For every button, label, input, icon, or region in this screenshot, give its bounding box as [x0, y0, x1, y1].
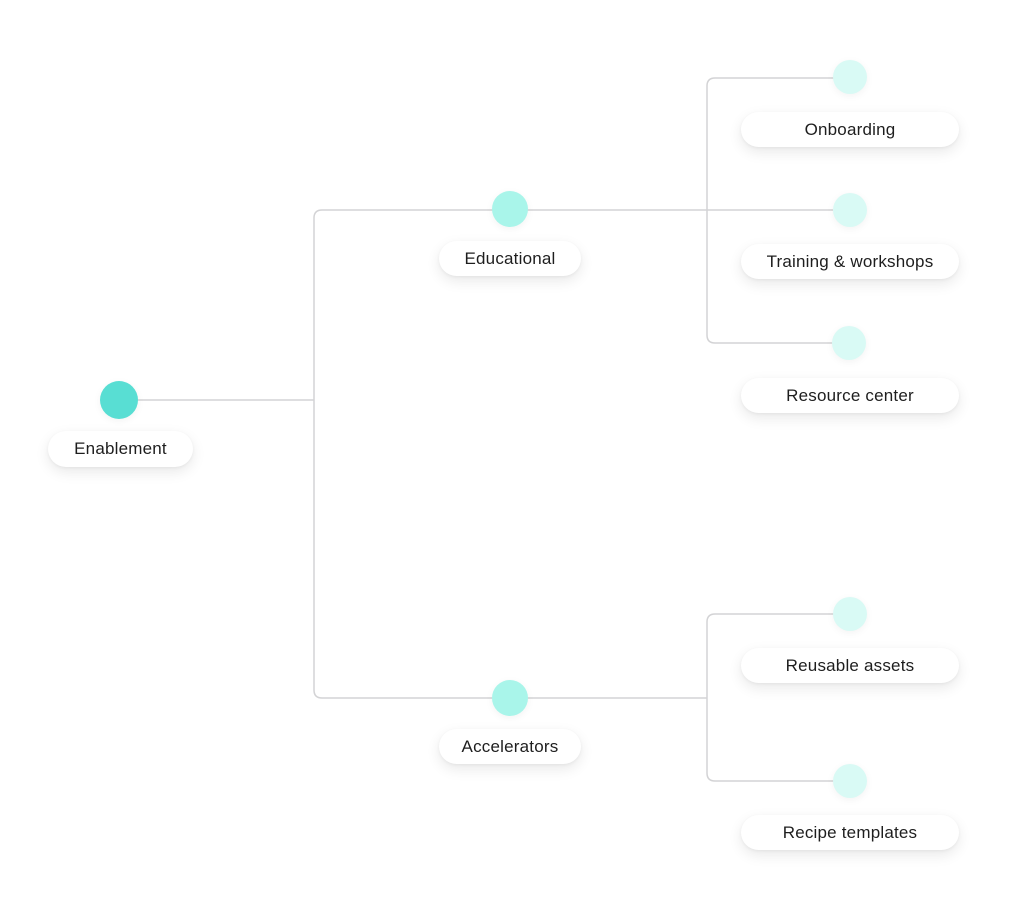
node-resource-center[interactable]: Resource center: [741, 378, 959, 413]
node-reusable-assets[interactable]: Reusable assets: [741, 648, 959, 683]
node-recipe-templates[interactable]: Recipe templates: [741, 815, 959, 850]
node-dot-reusable-assets[interactable]: [833, 597, 867, 631]
node-training-workshops[interactable]: Training & workshops: [741, 244, 959, 279]
node-enablement[interactable]: Enablement: [48, 431, 193, 467]
node-educational[interactable]: Educational: [439, 241, 581, 276]
node-dot-enablement[interactable]: [100, 381, 138, 419]
node-enablement-label: Enablement: [74, 439, 167, 458]
node-accelerators[interactable]: Accelerators: [439, 729, 581, 764]
node-onboarding[interactable]: Onboarding: [741, 112, 959, 147]
node-resource-center-label: Resource center: [786, 385, 914, 405]
connector-left-spine: [313, 209, 833, 699]
node-dot-recipe-templates[interactable]: [833, 764, 867, 798]
connector-accelerators-children: [706, 613, 834, 782]
node-training-workshops-label: Training & workshops: [766, 251, 934, 271]
node-dot-onboarding[interactable]: [833, 60, 867, 94]
node-accelerators-label: Accelerators: [461, 736, 559, 756]
node-onboarding-label: Onboarding: [804, 119, 896, 139]
node-educational-label: Educational: [464, 248, 556, 268]
node-dot-training-workshops[interactable]: [833, 193, 867, 227]
node-dot-resource-center[interactable]: [832, 326, 866, 360]
node-dot-educational[interactable]: [492, 191, 528, 227]
node-dot-accelerators[interactable]: [492, 680, 528, 716]
connector-educational-children: [706, 77, 834, 344]
node-recipe-templates-label: Recipe templates: [782, 822, 918, 842]
connector-group: [138, 77, 834, 782]
node-reusable-assets-label: Reusable assets: [785, 655, 915, 675]
